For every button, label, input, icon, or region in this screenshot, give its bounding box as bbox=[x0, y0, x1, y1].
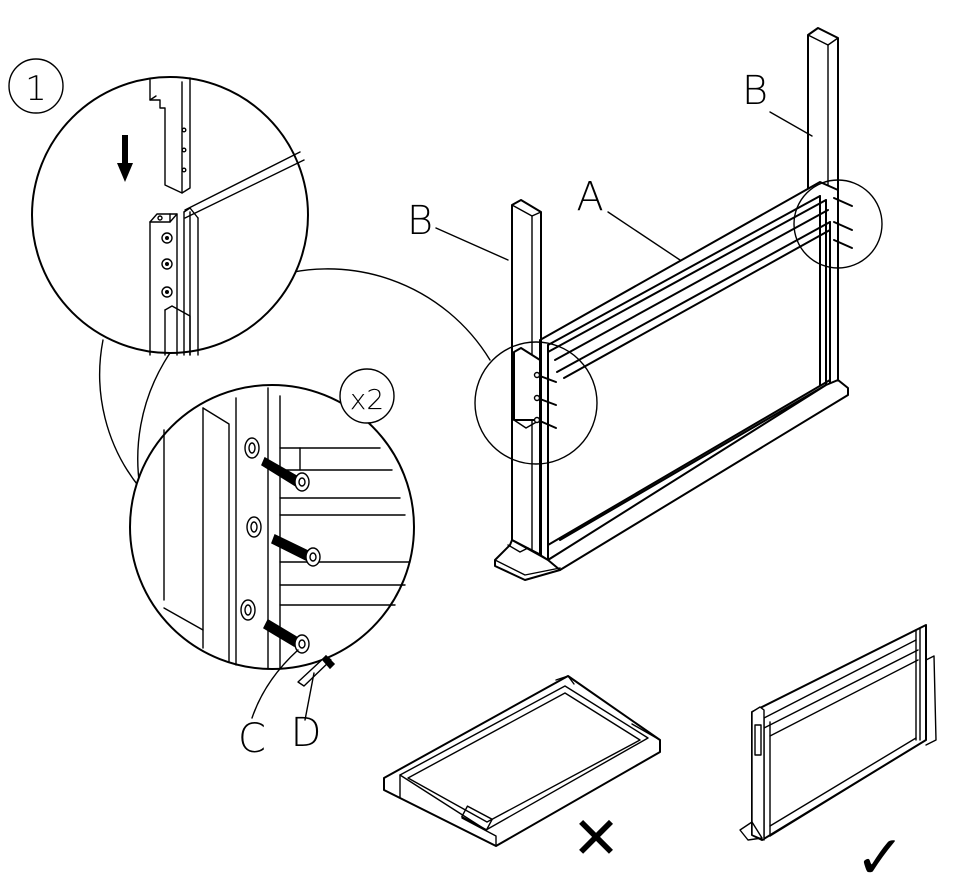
label-part-b-left: B bbox=[407, 198, 433, 244]
screw bbox=[263, 618, 310, 654]
allen-key-icon bbox=[297, 654, 336, 687]
step-number-badge: 1 bbox=[8, 58, 64, 114]
main-assembly bbox=[474, 27, 883, 581]
screw-hole bbox=[244, 437, 260, 459]
detail-insert-panel bbox=[31, 76, 309, 356]
leader-line-b-right bbox=[769, 111, 813, 137]
screw bbox=[833, 197, 853, 249]
screw bbox=[271, 533, 321, 567]
leader-line-c bbox=[251, 649, 299, 719]
screw bbox=[261, 456, 310, 492]
label-part-d: D bbox=[291, 710, 322, 756]
detail-screw-fastening: x2 bbox=[129, 368, 415, 670]
zoom-circle-left-joint bbox=[474, 341, 598, 465]
label-part-b-right: B bbox=[742, 68, 768, 114]
step-number: 1 bbox=[25, 69, 47, 109]
leader-line-a bbox=[607, 211, 681, 261]
arrow-down-icon bbox=[117, 135, 133, 182]
correct-mark: ✓ bbox=[855, 823, 905, 887]
quantity-badge: x2 bbox=[339, 368, 395, 424]
label-part-a: A bbox=[576, 174, 603, 220]
screw-hole bbox=[246, 516, 262, 538]
zoom-circle-right-joint bbox=[793, 179, 883, 269]
quantity-multiplier: x2 bbox=[350, 383, 384, 416]
wrong-mark: ✕ bbox=[572, 804, 621, 872]
screw-hole bbox=[240, 599, 256, 621]
screw bbox=[533, 371, 557, 429]
label-part-c: C bbox=[238, 716, 266, 762]
leader-line-d bbox=[304, 672, 315, 721]
correct-orientation-example: ✓ bbox=[739, 624, 937, 892]
leader-line-b-left bbox=[435, 227, 509, 261]
wrong-orientation-example: ✕ bbox=[383, 675, 661, 872]
